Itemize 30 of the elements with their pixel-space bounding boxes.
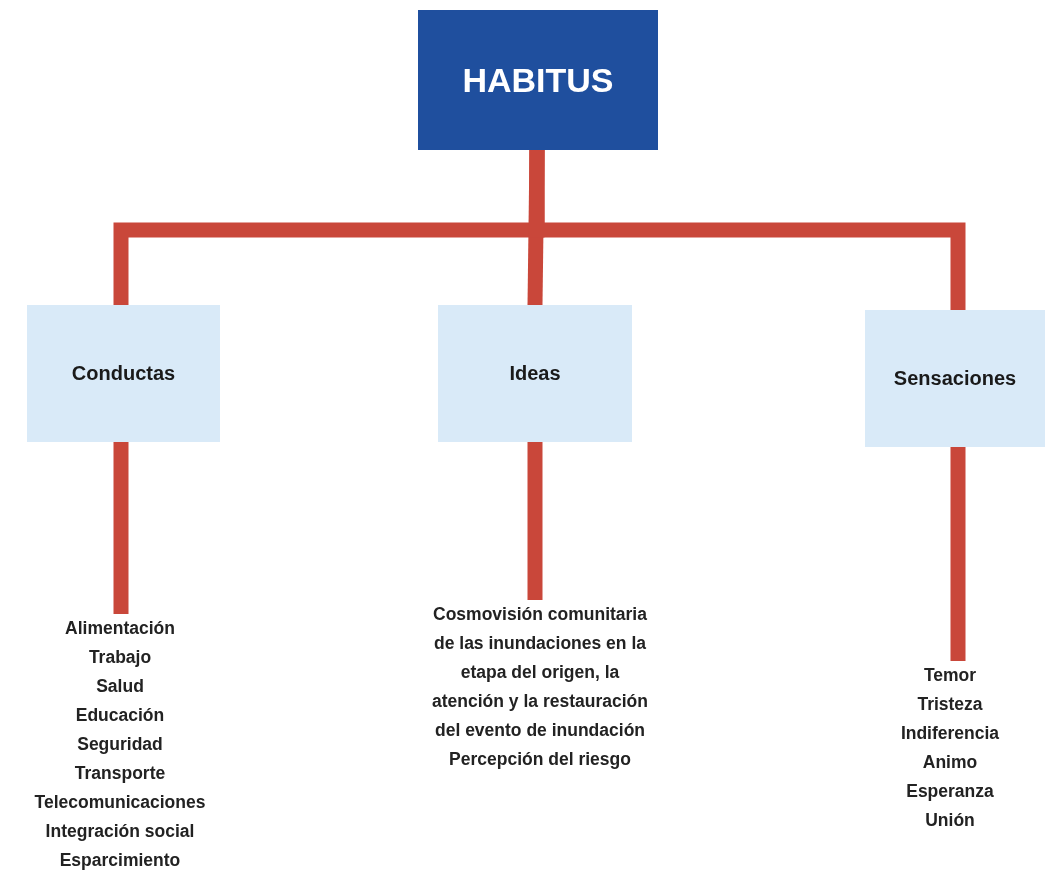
box-label: Sensaciones — [893, 367, 1017, 390]
category-box — [438, 305, 632, 442]
box-label: Ideas — [509, 362, 561, 385]
connector-line — [529, 150, 966, 310]
list-text: Tristeza — [917, 693, 983, 716]
list-text: Unión — [925, 809, 975, 832]
list-text: Alimentación — [65, 617, 175, 640]
list-text: Trabajo — [88, 646, 152, 669]
list-text: Salud — [96, 675, 144, 698]
list-text: Seguridad — [77, 733, 163, 756]
connector-line — [113, 442, 129, 614]
list-text: Cosmovisión comunitaria de las inundaciones en la etapa del origen, la atención y la restauración del evento de inundación — [431, 603, 649, 742]
list-text: Educación — [75, 704, 165, 727]
list-text: Percepción del riesgo — [449, 748, 631, 771]
list-text: Temor — [923, 664, 977, 687]
category-box — [27, 305, 220, 442]
list-text: Telecomunicaciones — [34, 791, 206, 814]
list-text: Indiferencia — [900, 722, 1000, 745]
list-text: Esperanza — [906, 780, 994, 803]
connector-line — [950, 447, 966, 661]
box-label: Conductas — [71, 362, 176, 385]
list-text: Esparcimiento — [59, 849, 181, 872]
list-text: Animo — [922, 751, 978, 774]
connector-line — [527, 149, 545, 306]
category-box — [865, 310, 1045, 447]
list-text: Integración social — [45, 820, 195, 843]
list-text: Transporte — [74, 762, 166, 785]
title-box — [418, 10, 658, 150]
box-label: HABITUS — [462, 60, 614, 100]
connector-line — [527, 442, 543, 600]
